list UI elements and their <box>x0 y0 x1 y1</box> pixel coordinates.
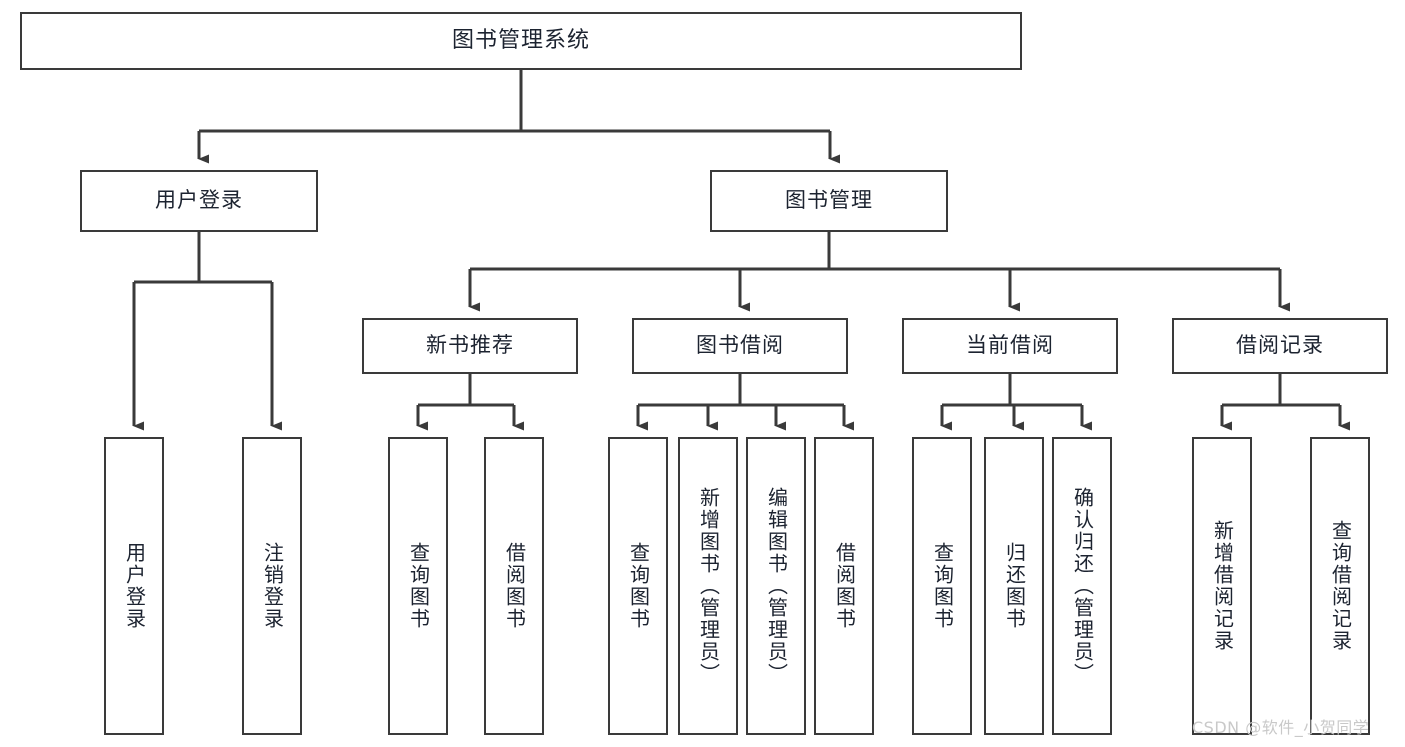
leaf-label: 查询图书 <box>626 542 651 630</box>
leaf-label: 查询图书 <box>406 542 431 630</box>
leaf-current-query-book[interactable]: 查询图书 <box>912 437 972 735</box>
leaf-label: 查询图书 <box>930 542 955 630</box>
leaf-label: 确认归还（管理员） <box>1070 487 1095 685</box>
leaf-label: 借阅图书 <box>832 542 857 630</box>
leaf-borrow-lend-book[interactable]: 借阅图书 <box>814 437 874 735</box>
node-root[interactable]: 图书管理系统 <box>20 12 1022 70</box>
leaf-label: 编辑图书（管理员） <box>764 487 789 685</box>
leaf-record-search[interactable]: 查询借阅记录 <box>1310 437 1370 735</box>
leaf-record-add[interactable]: 新增借阅记录 <box>1192 437 1252 735</box>
leaf-recommend-query-book[interactable]: 查询图书 <box>388 437 448 735</box>
leaf-label: 查询借阅记录 <box>1328 520 1353 652</box>
leaf-label: 新增图书（管理员） <box>696 487 721 685</box>
leaf-label: 归还图书 <box>1002 542 1027 630</box>
leaf-current-return-book[interactable]: 归还图书 <box>984 437 1044 735</box>
node-current-borrow[interactable]: 当前借阅 <box>902 318 1118 374</box>
node-user-login[interactable]: 用户登录 <box>80 170 318 232</box>
leaf-borrow-query-book[interactable]: 查询图书 <box>608 437 668 735</box>
leaf-borrow-add-book[interactable]: 新增图书（管理员） <box>678 437 738 735</box>
leaf-current-confirm-return[interactable]: 确认归还（管理员） <box>1052 437 1112 735</box>
node-new-book-recommend[interactable]: 新书推荐 <box>362 318 578 374</box>
node-book-manage[interactable]: 图书管理 <box>710 170 948 232</box>
leaf-borrow-edit-book[interactable]: 编辑图书（管理员） <box>746 437 806 735</box>
csdn-watermark: CSDN @软件_小贺同学 <box>1192 718 1370 737</box>
leaf-recommend-borrow-book[interactable]: 借阅图书 <box>484 437 544 735</box>
leaf-label: 借阅图书 <box>502 542 527 630</box>
node-book-borrow[interactable]: 图书借阅 <box>632 318 848 374</box>
leaf-label: 注销登录 <box>260 542 285 630</box>
leaf-user-logout[interactable]: 注销登录 <box>242 437 302 735</box>
leaf-label: 用户登录 <box>122 542 147 630</box>
leaf-user-login[interactable]: 用户登录 <box>104 437 164 735</box>
node-borrow-record[interactable]: 借阅记录 <box>1172 318 1388 374</box>
leaf-label: 新增借阅记录 <box>1210 520 1235 652</box>
